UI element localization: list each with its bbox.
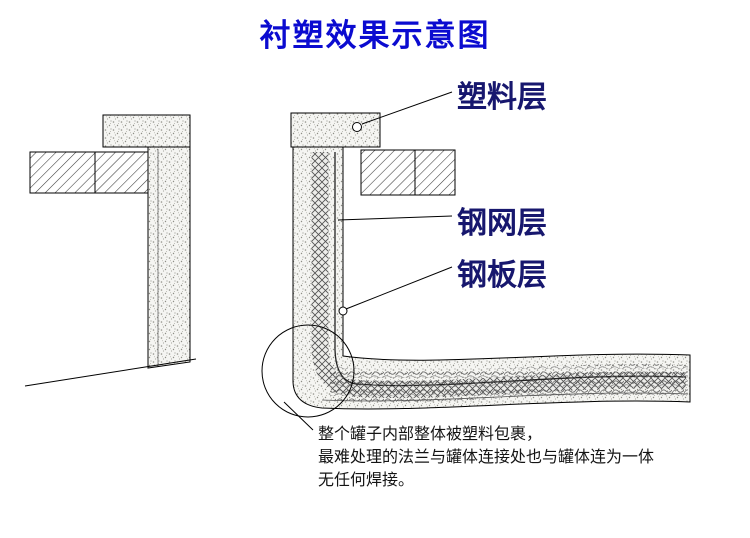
wall-band-lower-line <box>321 392 689 402</box>
ground-break-line <box>24 358 197 387</box>
corner-highlight-circle <box>261 324 355 418</box>
plastic-leader-dot <box>352 122 362 132</box>
plastic-leader-line <box>361 91 453 125</box>
right-flange-plastic-cap <box>290 112 381 148</box>
right-flange-steel-outer <box>414 149 456 196</box>
left-flange-plastic-cap <box>102 114 191 148</box>
plate-leader-dot <box>338 306 348 316</box>
annotation-line-2: 最难处理的法兰与罐体连接处也与罐体连为一体 <box>318 449 655 466</box>
left-flange-steel-inner <box>94 151 149 194</box>
annotation-line-3: 无任何焊接。 <box>318 472 415 489</box>
label-steel-mesh-layer: 钢网层 <box>457 207 547 240</box>
annotation-line-1: 整个罐子内部整体被塑料包裹， <box>318 426 543 443</box>
wall-band-fiber-texture <box>330 364 688 402</box>
right-flange-steel-inner <box>360 149 416 196</box>
diagram-title: 衬塑效果示意图 <box>259 18 491 53</box>
label-plastic-layer: 塑料层 <box>457 81 547 114</box>
mesh-leader-line <box>337 215 453 221</box>
label-steel-plate-layer: 钢板层 <box>457 259 547 292</box>
left-flange-assembly <box>24 114 197 387</box>
left-flange-steel-outer <box>29 151 96 194</box>
plate-leader-line <box>345 266 453 310</box>
right-flange-assembly <box>290 112 691 410</box>
left-wall-column <box>147 146 191 369</box>
annotation-note: 整个罐子内部整体被塑料包裹， 最难处理的法兰与罐体连接处也与罐体连为一体 无任何… <box>318 423 738 492</box>
